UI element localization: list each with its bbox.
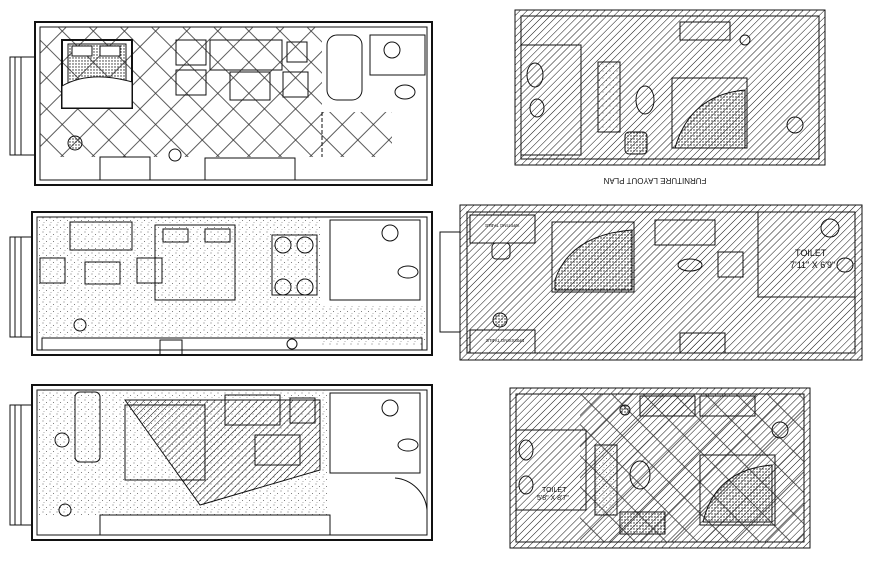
bathtub	[326, 34, 363, 101]
washbasin	[383, 41, 401, 59]
toilet-size: 7'11" X 6'9"	[790, 260, 835, 270]
toilet-label: TOILET	[542, 487, 567, 494]
floor-plan-4: FURNITURE LAYOUT PLAN	[514, 9, 826, 185]
double-bed	[699, 454, 776, 526]
floor-plan-2	[9, 211, 433, 356]
floor-plan-1	[9, 21, 433, 186]
floor-plan-3	[9, 384, 433, 541]
toilet-label: TOILET	[795, 248, 827, 258]
sofa-and-chairs	[175, 39, 309, 101]
toilet-icon	[394, 84, 416, 100]
writing-table-label: WRITING TABLE	[485, 223, 520, 228]
sofa	[69, 221, 133, 251]
dressing-table-label: DRESSING TABLE	[486, 338, 525, 343]
double-bed	[154, 224, 236, 301]
toilet-size: 5'8" X 8'7"	[537, 495, 569, 502]
drawing-title: FURNITURE LAYOUT PLAN	[603, 176, 706, 185]
double-bed	[124, 404, 206, 481]
double-bed	[551, 221, 635, 293]
floor-plan-6: TOILET 5'8" X 8'7"	[509, 387, 811, 549]
dining-set	[271, 234, 318, 296]
double-bed	[61, 39, 133, 109]
floor-plan-5: WRITING TABLE DRESSING TABLE TOILET 7'11…	[439, 204, 863, 361]
